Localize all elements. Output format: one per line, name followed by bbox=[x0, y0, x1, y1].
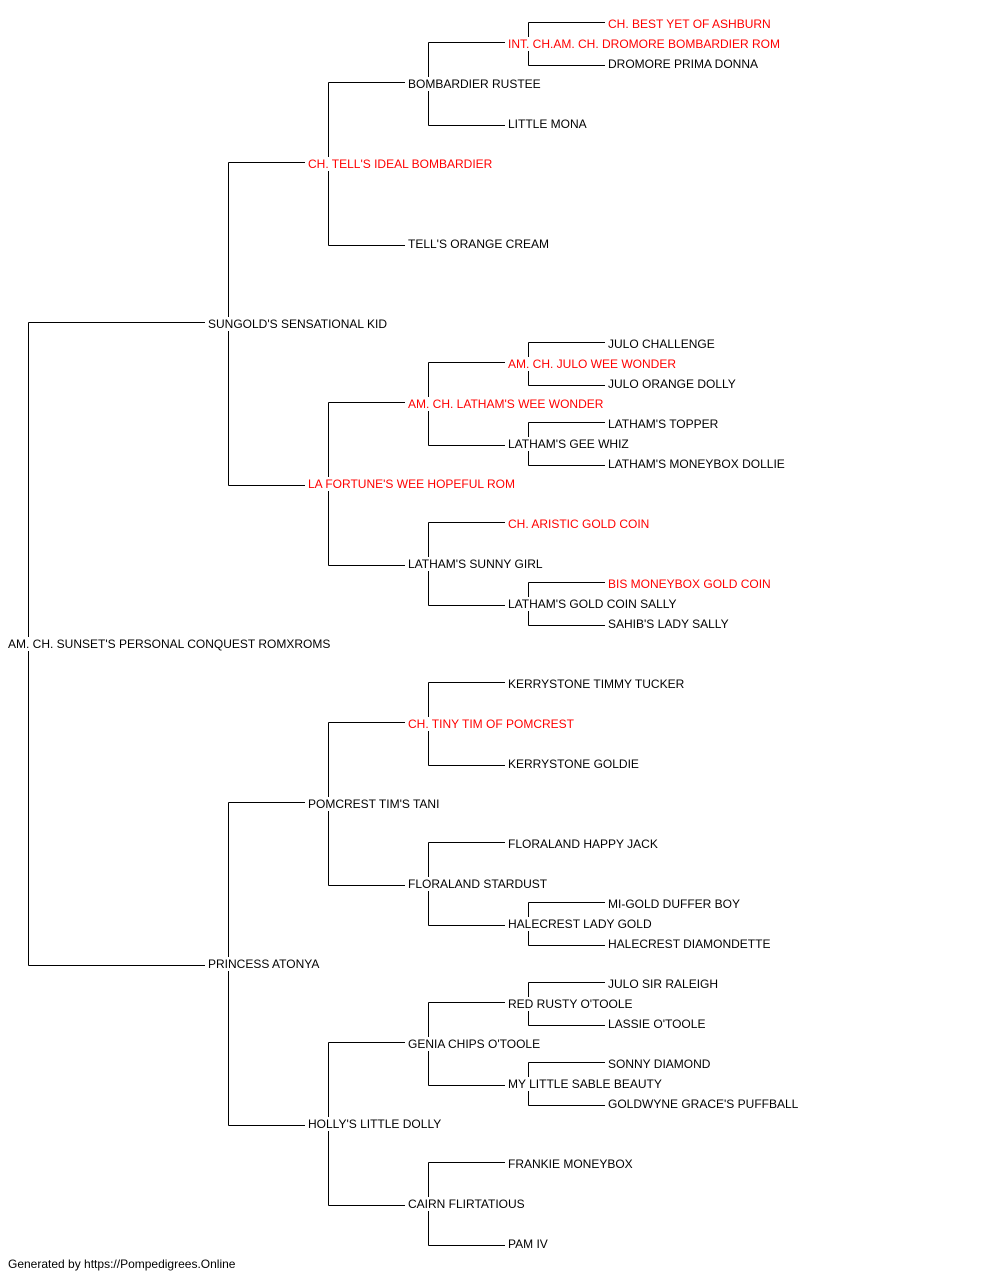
ancestor-name: LATHAM'S SUNNY GIRL bbox=[408, 557, 545, 571]
dam-sire-name: POMCREST TIM'S TANI bbox=[308, 797, 442, 811]
ancestor-name: CH. TINY TIM OF POMCREST bbox=[408, 717, 577, 731]
dam-dam-name: HOLLY'S LITTLE DOLLY bbox=[308, 1117, 444, 1131]
ancestor-name: KERRYSTONE TIMMY TUCKER bbox=[508, 677, 687, 691]
ancestor-name: LASSIE O'TOOLE bbox=[608, 1017, 708, 1031]
ancestor-name: INT. CH.AM. CH. DROMORE BOMBARDIER ROM bbox=[508, 37, 783, 51]
ancestor-name: KERRYSTONE GOLDIE bbox=[508, 757, 641, 771]
ancestor-name: LITTLE MONA bbox=[508, 117, 589, 131]
ancestor-name: BOMBARDIER RUSTEE bbox=[408, 77, 543, 91]
sire-name: SUNGOLD'S SENSATIONAL KID bbox=[208, 317, 389, 331]
ancestor-name: GOLDWYNE GRACE'S PUFFBALL bbox=[608, 1097, 801, 1111]
ancestor-name: JULO CHALLENGE bbox=[608, 337, 717, 351]
ancestor-name: AM. CH. LATHAM'S WEE WONDER bbox=[408, 397, 606, 411]
ancestor-name: TELL'S ORANGE CREAM bbox=[408, 237, 551, 251]
ancestor-name: RED RUSTY O'TOOLE bbox=[508, 997, 635, 1011]
ancestor-name: MI-GOLD DUFFER BOY bbox=[608, 897, 743, 911]
ancestor-name: SAHIB'S LADY SALLY bbox=[608, 617, 731, 631]
ancestor-name: BIS MONEYBOX GOLD COIN bbox=[608, 577, 773, 591]
ancestor-name: HALECREST DIAMONDETTE bbox=[608, 937, 773, 951]
ancestor-name: JULO SIR RALEIGH bbox=[608, 977, 721, 991]
ancestor-name: PAM IV bbox=[508, 1237, 550, 1251]
dam-name: PRINCESS ATONYA bbox=[208, 957, 322, 971]
ancestor-name: MY LITTLE SABLE BEAUTY bbox=[508, 1077, 664, 1091]
generator-credit: Generated by https://Pompedigrees.Online bbox=[8, 1257, 236, 1271]
ancestor-name: JULO ORANGE DOLLY bbox=[608, 377, 738, 391]
subject-dog-name: AM. CH. SUNSET'S PERSONAL CONQUEST ROMXR… bbox=[8, 637, 333, 651]
sire-sire-name: CH. TELL'S IDEAL BOMBARDIER bbox=[308, 157, 495, 171]
ancestor-name: HALECREST LADY GOLD bbox=[508, 917, 654, 931]
ancestor-name: FRANKIE MONEYBOX bbox=[508, 1157, 635, 1171]
sire-dam-name: LA FORTUNE'S WEE HOPEFUL ROM bbox=[308, 477, 517, 491]
ancestor-name: LATHAM'S MONEYBOX DOLLIE bbox=[608, 457, 787, 471]
ancestor-name: LATHAM'S GOLD COIN SALLY bbox=[508, 597, 679, 611]
ancestor-name: GENIA CHIPS O'TOOLE bbox=[408, 1037, 543, 1051]
ancestor-name: FLORALAND HAPPY JACK bbox=[508, 837, 660, 851]
ancestor-name: CAIRN FLIRTATIOUS bbox=[408, 1197, 527, 1211]
ancestor-name: AM. CH. JULO WEE WONDER bbox=[508, 357, 679, 371]
ancestor-name: DROMORE PRIMA DONNA bbox=[608, 57, 761, 71]
ancestor-name: SONNY DIAMOND bbox=[608, 1057, 713, 1071]
ancestor-name: CH. BEST YET OF ASHBURN bbox=[608, 17, 773, 31]
ancestor-name: FLORALAND STARDUST bbox=[408, 877, 550, 891]
ancestor-name: LATHAM'S GEE WHIZ bbox=[508, 437, 631, 451]
ancestor-name: CH. ARISTIC GOLD COIN bbox=[508, 517, 652, 531]
ancestor-name: LATHAM'S TOPPER bbox=[608, 417, 721, 431]
